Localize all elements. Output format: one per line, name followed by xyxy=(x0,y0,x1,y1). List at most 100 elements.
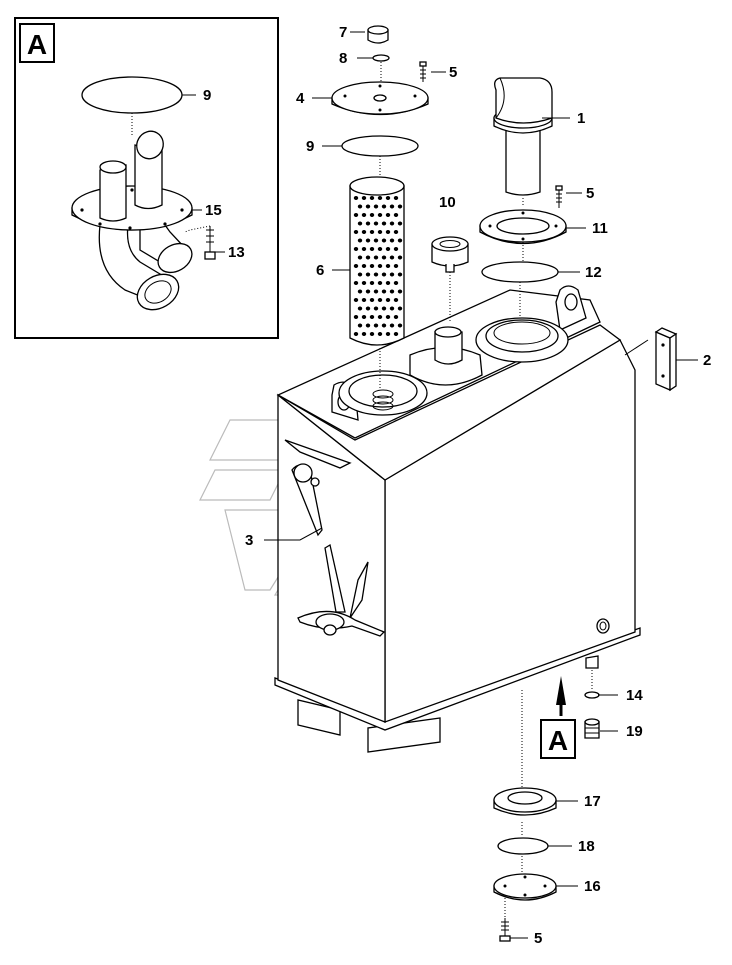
strainer-hole xyxy=(385,196,391,200)
strainer-hole xyxy=(393,298,399,302)
strainer-hole xyxy=(369,281,375,285)
flange-ring-11 xyxy=(479,209,567,245)
strainer-6 xyxy=(349,176,405,388)
strainer-hole xyxy=(385,315,391,319)
strainer-hole xyxy=(373,255,379,260)
strainer-hole xyxy=(397,323,403,328)
strainer-hole xyxy=(397,255,403,260)
strainer-hole xyxy=(357,306,363,311)
strainer-hole xyxy=(365,306,371,311)
strainer-hole xyxy=(381,323,387,328)
label-part-9-detail: 9 xyxy=(203,87,211,104)
strainer-hole xyxy=(361,315,367,319)
strainer-hole xyxy=(393,315,399,319)
part-labels: 9 15 13 7 8 5 4 9 6 10 1 5 11 12 2 3 14 … xyxy=(203,24,711,947)
hydraulic-tank xyxy=(274,285,641,790)
strainer-hole xyxy=(393,264,399,268)
strainer-hole xyxy=(377,230,383,234)
strainer-hole xyxy=(357,204,363,209)
strainer-hole xyxy=(353,315,359,319)
strainer-hole xyxy=(393,281,399,285)
strainer-hole xyxy=(385,264,391,268)
strainer-hole xyxy=(385,230,391,234)
label-part-2: 2 xyxy=(703,352,711,369)
strainer-hole xyxy=(361,213,367,217)
strainer-hole xyxy=(373,272,379,277)
label-part-7: 7 xyxy=(339,24,347,41)
strainer-hole xyxy=(385,332,391,336)
strainer-hole xyxy=(389,238,395,243)
strainer-hole xyxy=(361,298,367,302)
bolt-13 xyxy=(184,225,216,260)
breather-10 xyxy=(431,236,469,365)
strainer-hole xyxy=(357,272,363,277)
strainer-hole xyxy=(361,196,367,200)
strainer-hole xyxy=(365,221,371,226)
detail-view-label-box xyxy=(19,23,55,63)
strainer-hole xyxy=(353,281,359,285)
label-part-9-top: 9 xyxy=(306,138,314,155)
detail-view-letter: A xyxy=(27,29,47,60)
strainer-hole xyxy=(389,255,395,260)
bolt-5-bottom xyxy=(499,918,511,942)
strainer-hole xyxy=(377,281,383,285)
plug-19 xyxy=(584,718,600,739)
strainer-hole xyxy=(397,204,403,209)
label-part-15: 15 xyxy=(205,202,222,219)
strainer-hole xyxy=(369,315,375,319)
strainer-hole xyxy=(381,289,387,294)
suction-pipe-assembly xyxy=(71,130,193,311)
strainer-hole xyxy=(389,289,395,294)
strainer-hole xyxy=(377,196,383,200)
strainer-hole xyxy=(353,213,359,217)
strainer-hole xyxy=(357,289,363,294)
strainer-hole xyxy=(389,323,395,328)
strainer-hole xyxy=(389,272,395,277)
strainer-hole xyxy=(361,230,367,234)
plug-7 xyxy=(367,25,389,44)
label-part-6: 6 xyxy=(316,262,324,279)
strainer-hole xyxy=(373,306,379,311)
strainer-hole xyxy=(353,247,359,251)
bolt-5-top xyxy=(419,61,427,82)
strainer-hole xyxy=(393,230,399,234)
strainer-hole xyxy=(377,315,383,319)
ring-17 xyxy=(493,787,557,816)
view-callout-a: A xyxy=(540,676,576,759)
label-part-17: 17 xyxy=(584,793,601,810)
strainer-hole xyxy=(357,238,363,243)
label-part-5-bottom: 5 xyxy=(534,930,542,947)
strainer-hole xyxy=(397,272,403,277)
strainer-hole xyxy=(373,221,379,226)
strainer-hole xyxy=(369,332,375,336)
label-part-19: 19 xyxy=(626,723,643,740)
strainer-hole xyxy=(373,289,379,294)
strainer-hole xyxy=(377,264,383,268)
strainer-hole xyxy=(377,298,383,302)
strainer-hole xyxy=(365,238,371,243)
strainer-hole xyxy=(357,255,363,260)
label-part-16: 16 xyxy=(584,878,601,895)
strainer-hole xyxy=(373,238,379,243)
strainer-hole xyxy=(397,238,403,243)
o-ring-14 xyxy=(584,691,600,699)
strainer-hole xyxy=(385,213,391,217)
strainer-hole xyxy=(353,332,359,336)
strainer-hole xyxy=(361,281,367,285)
label-part-1: 1 xyxy=(577,110,585,127)
strainer-hole xyxy=(381,221,387,226)
strainer-hole xyxy=(397,306,403,311)
strainer-hole xyxy=(353,230,359,234)
strainer-hole xyxy=(365,272,371,277)
strainer-hole xyxy=(389,204,395,209)
strainer-hole xyxy=(381,255,387,260)
cover-16 xyxy=(493,873,557,901)
strainer-hole xyxy=(385,247,391,251)
strainer-hole xyxy=(397,221,403,226)
strainer-hole xyxy=(385,298,391,302)
callout-letter: A xyxy=(548,725,568,756)
leader-lines xyxy=(182,31,698,939)
strainer-hole xyxy=(393,213,399,217)
strainer-hole xyxy=(361,332,367,336)
